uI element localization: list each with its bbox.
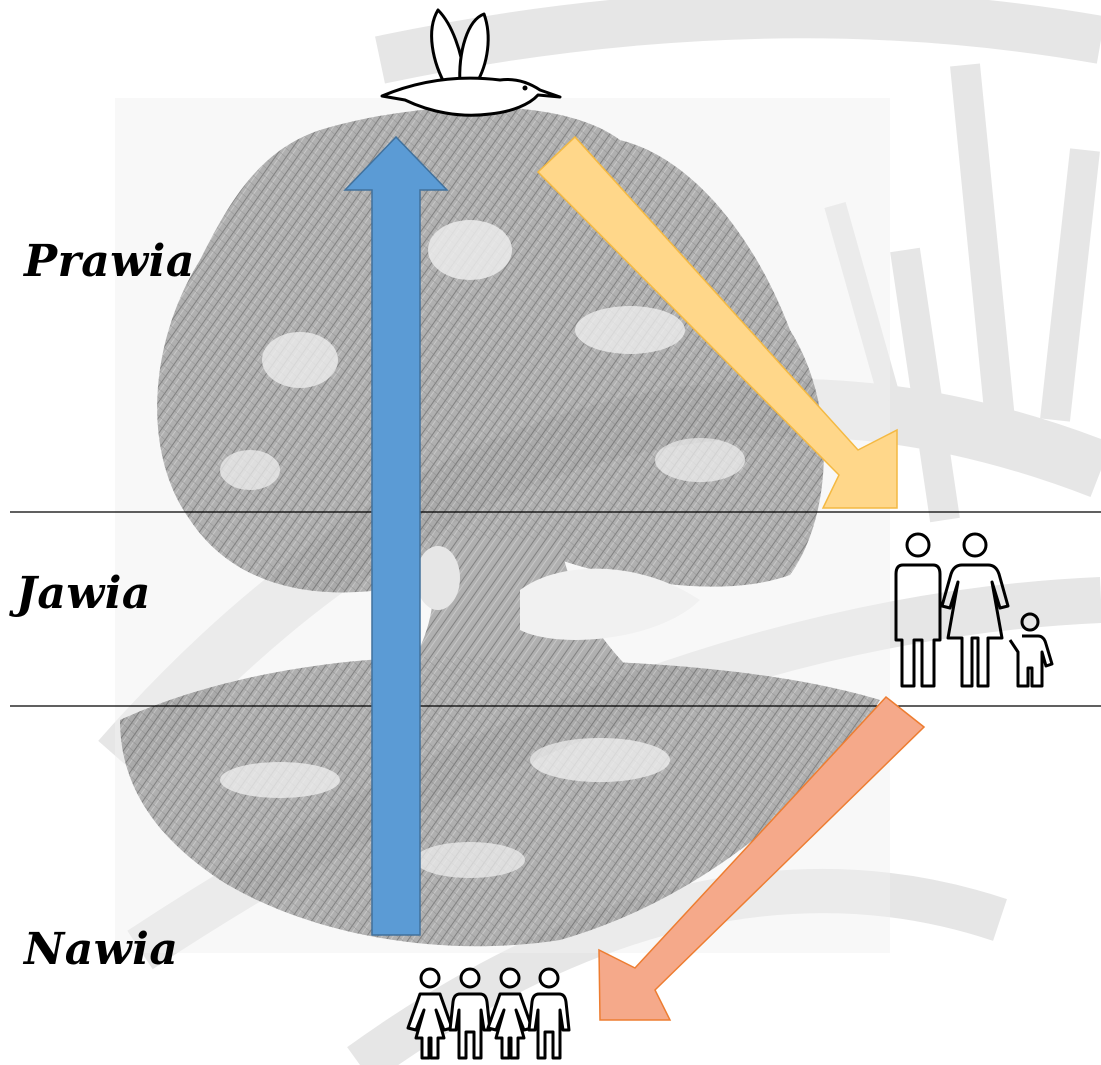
realm-label-nawia: Nawia [24, 924, 179, 975]
children-group-icon [406, 967, 571, 1060]
child-figure [406, 967, 454, 1060]
bird-icon [380, 8, 562, 117]
child-figure [448, 967, 492, 1060]
child-figure [486, 967, 534, 1060]
realm-label-jawia: Jawia [16, 568, 151, 619]
watermark-ray-1 [890, 247, 960, 523]
watermark-ray-3 [1040, 148, 1100, 422]
arrow-down-right [536, 135, 898, 509]
family-icon [894, 532, 1054, 688]
watermark-ray-2 [950, 63, 1015, 422]
arrow-up [343, 135, 449, 936]
arrow-down-left [598, 695, 926, 1021]
child-figure [527, 967, 571, 1060]
watermark-ray-4 [824, 202, 901, 403]
realm-label-prawia: Prawia [24, 236, 195, 287]
